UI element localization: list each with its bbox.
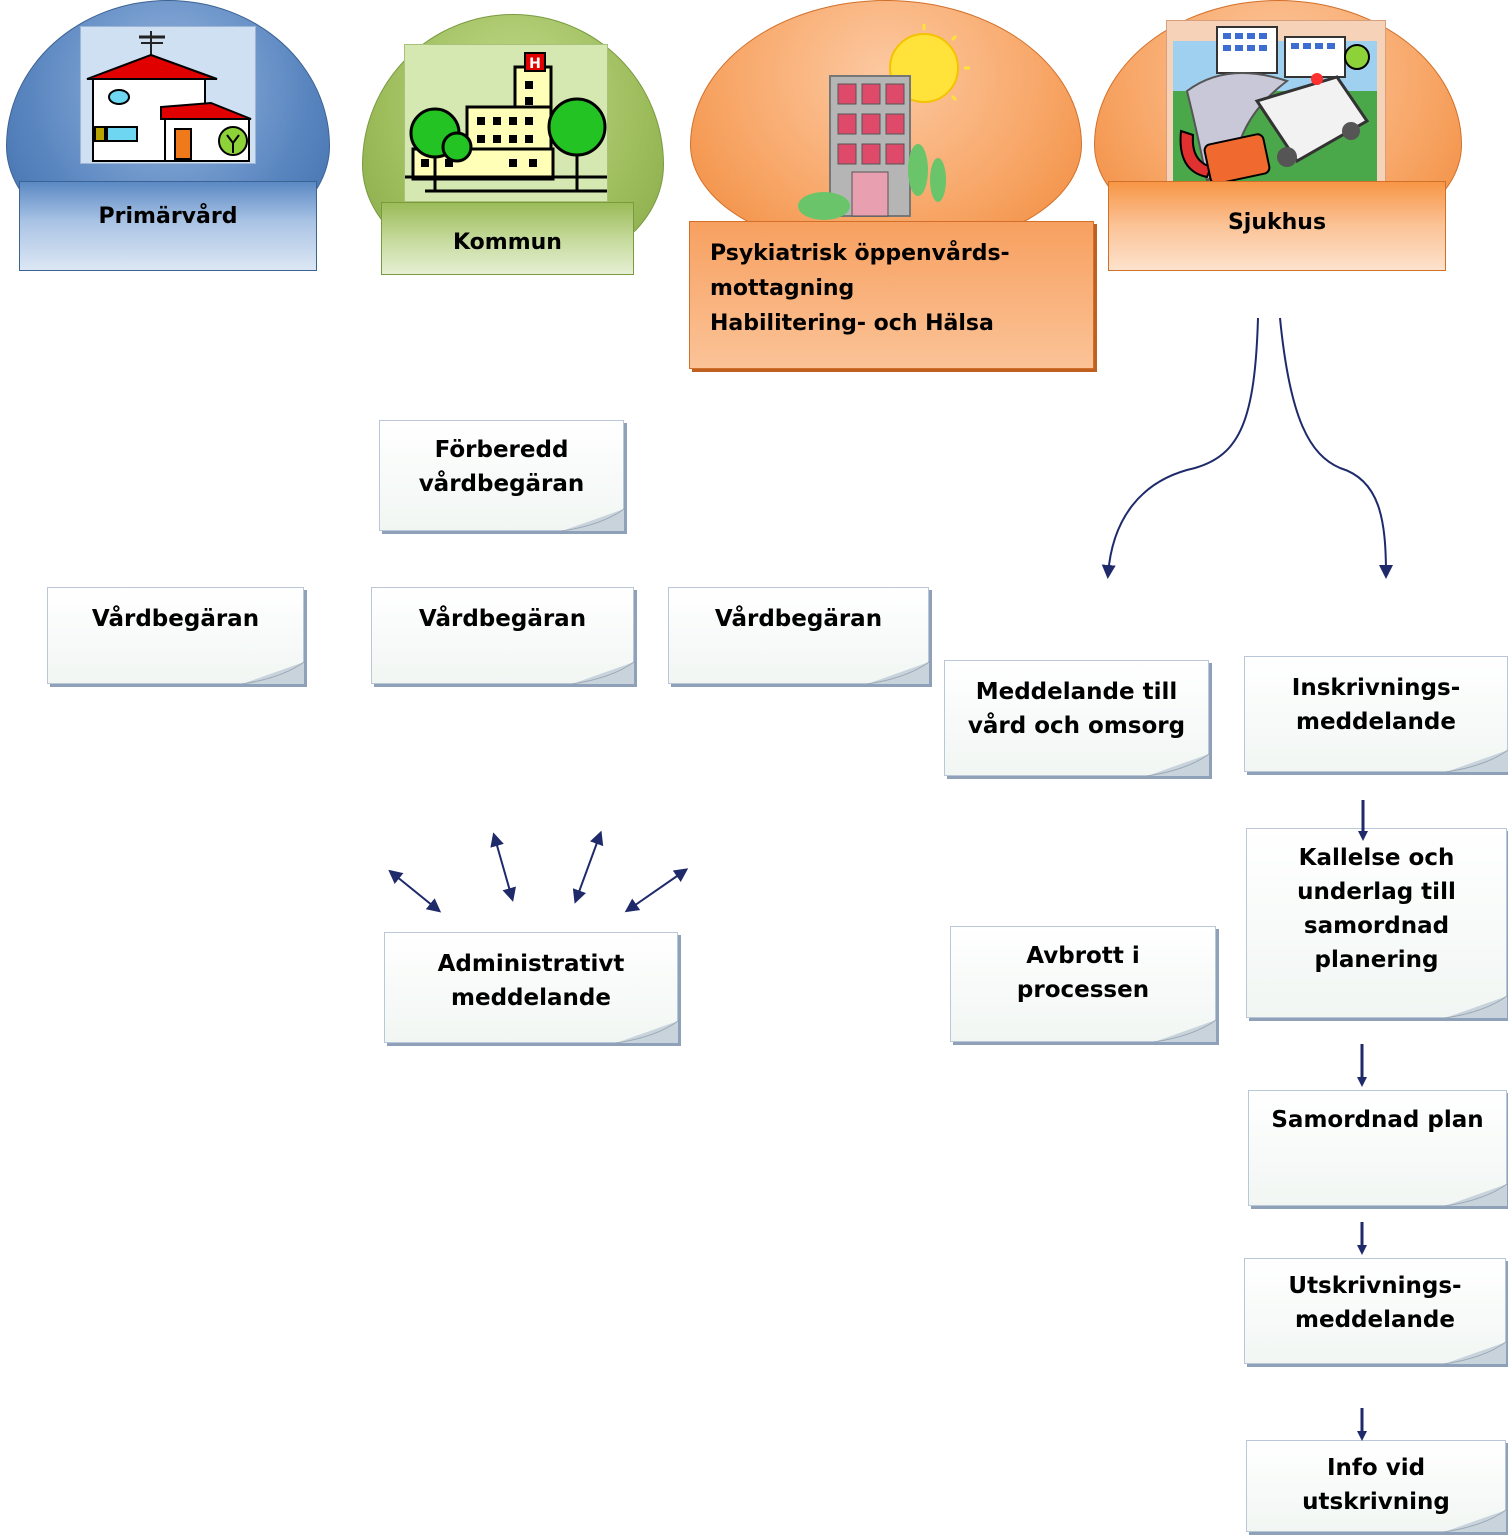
svg-text:H: H: [529, 56, 541, 72]
primarvard-label: Primärvård: [19, 181, 317, 271]
note-text: Kallelse och: [1298, 845, 1455, 871]
note-text: Vårdbegäran: [714, 606, 883, 632]
bidirectional-arrow-1: [388, 869, 442, 913]
note-avbrott-processen: Avbrott i processen: [950, 926, 1217, 1043]
page-curl-icon: [561, 508, 625, 532]
house-icon: [80, 26, 256, 164]
page-curl-icon: [615, 1020, 679, 1044]
note-samordnad-plan: Samordnad plan: [1248, 1090, 1508, 1207]
note-meddelande-vard-omsorg: Meddelande till vård och omsorg: [944, 660, 1210, 777]
page-curl-icon: [1146, 753, 1210, 777]
note-text: Vårdbegäran: [418, 606, 587, 632]
note-text: Vårdbegäran: [91, 606, 260, 632]
note-text: Meddelande till: [975, 679, 1178, 705]
ambulance-icon: [1166, 20, 1386, 190]
hospital-building-icon: H: [404, 44, 608, 202]
note-text: Samordnad plan: [1271, 1107, 1484, 1133]
note-forberedd-vardbegaran: Förberedd vårdbegäran: [379, 420, 625, 532]
split-arrow-right: [1279, 317, 1393, 579]
note-text: meddelande: [1296, 709, 1456, 735]
note-text: planering: [1314, 947, 1439, 973]
bidirectional-arrow-4: [624, 868, 689, 913]
note-text: Info vid: [1326, 1455, 1426, 1481]
kommun-label: Kommun: [381, 202, 634, 275]
note-text: vård och omsorg: [967, 713, 1186, 739]
note-text: vårdbegäran: [418, 471, 585, 497]
note-info-vid-utskrivning: Info vid utskrivning: [1246, 1440, 1507, 1533]
note-text: meddelande: [451, 985, 611, 1011]
note-text: utskrivning: [1302, 1489, 1450, 1515]
page-curl-icon: [1445, 749, 1508, 773]
note-vardbegaran-kommun: Vårdbegäran: [371, 587, 635, 685]
primarvard-text: Primärvård: [98, 204, 238, 229]
page-curl-icon: [1443, 1509, 1507, 1533]
psykiatri-text-line2: mottagning: [710, 276, 855, 301]
note-text: meddelande: [1295, 1307, 1455, 1333]
note-kallelse-underlag: Kallelse och underlag till samordnad pla…: [1246, 828, 1508, 1019]
page-curl-icon: [1443, 1341, 1507, 1365]
note-text: Inskrivnings-: [1291, 675, 1461, 701]
note-administrativt-meddelande: Administrativt meddelande: [384, 932, 679, 1044]
kommun-text: Kommun: [453, 229, 562, 255]
note-text: processen: [1016, 977, 1150, 1003]
page-curl-icon: [241, 661, 305, 685]
clinic-building-icon: [798, 20, 980, 220]
note-text: Avbrott i: [1026, 943, 1140, 969]
note-utskrivningsmeddelande: Utskrivnings- meddelande: [1244, 1258, 1507, 1365]
note-text: Administrativt: [437, 951, 625, 977]
note-inskrivningsmeddelande: Inskrivnings- meddelande: [1244, 656, 1508, 773]
note-text: samordnad: [1303, 913, 1450, 939]
page-curl-icon: [1444, 995, 1508, 1019]
split-arrow-left: [1101, 317, 1259, 579]
note-vardbegaran-psykiatri: Vårdbegäran: [668, 587, 930, 685]
psykiatri-label: Psykiatrisk öppenvårds- mottagning Habil…: [689, 221, 1094, 369]
sjukhus-text: Sjukhus: [1227, 210, 1327, 235]
note-vardbegaran-primarvard: Vårdbegäran: [47, 587, 305, 685]
psykiatri-text-line1: Psykiatrisk öppenvårds-: [710, 241, 1010, 266]
page-curl-icon: [866, 661, 930, 685]
bidirectional-arrow-3: [572, 830, 604, 904]
bidirectional-arrow-2: [490, 832, 516, 902]
sjukhus-label: Sjukhus: [1108, 181, 1446, 271]
psykiatri-text-line3: Habilitering- och Hälsa: [710, 311, 994, 336]
note-text: Utskrivnings-: [1288, 1273, 1462, 1299]
page-curl-icon: [1444, 1183, 1508, 1207]
page-curl-icon: [1153, 1019, 1217, 1043]
note-text: Förberedd: [434, 437, 569, 463]
page-curl-icon: [571, 661, 635, 685]
note-text: underlag till: [1297, 879, 1456, 905]
